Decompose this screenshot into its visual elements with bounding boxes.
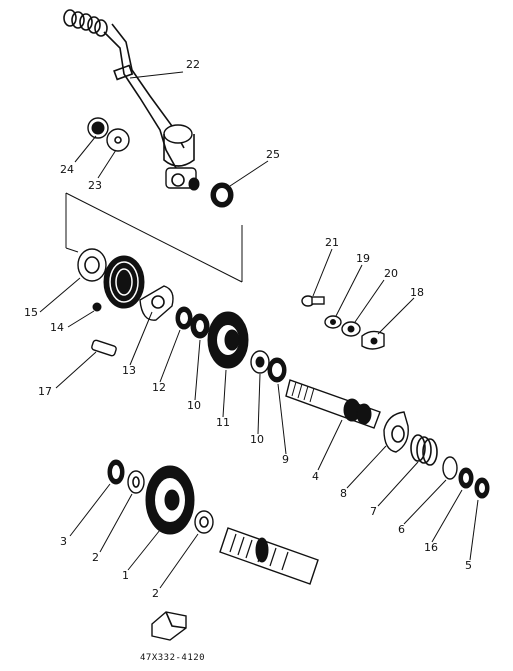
assembly-bracket-lines [65, 192, 243, 283]
ratchet-wheel-part-8 [383, 411, 409, 453]
washer-part-12 [175, 306, 193, 330]
callout-15: 15 [24, 306, 38, 319]
washer-part-10b [250, 350, 270, 374]
circlip-part-9 [267, 357, 287, 383]
callout-19: 19 [356, 252, 370, 265]
callout-6: 6 [398, 523, 405, 536]
callout-11: 11 [216, 416, 230, 429]
callout-10-lower: 10 [250, 433, 264, 446]
callout-16: 16 [424, 541, 438, 554]
callout-7: 7 [370, 505, 377, 518]
callout-2-right: 2 [152, 587, 159, 600]
washer-part-23 [106, 128, 130, 152]
callout-3: 3 [60, 535, 67, 548]
callout-24: 24 [60, 163, 74, 176]
washer-part-10a [190, 313, 210, 339]
return-spring-part-7 [410, 434, 438, 466]
washer-part-2b [194, 510, 214, 534]
callout-10-upper: 10 [187, 399, 201, 412]
catalog-code: 47X332-4120 [140, 653, 205, 663]
pin-part-17 [91, 339, 117, 357]
callout-14: 14 [50, 321, 64, 334]
washer-part-2a [127, 470, 145, 494]
callout-5: 5 [465, 559, 472, 572]
callout-1: 1 [122, 569, 129, 582]
oil-seal-part-25 [210, 182, 234, 208]
washer-part-19 [324, 315, 342, 329]
callout-20: 20 [384, 267, 398, 280]
kick-shaft-part-4 [285, 379, 381, 429]
washer-part-6 [442, 456, 458, 480]
circlip-part-3 [107, 459, 125, 485]
callout-12: 12 [152, 381, 166, 394]
torsion-spring-part-13 [103, 255, 174, 321]
kick-gear-part-11 [207, 311, 249, 369]
bolt-part-21 [301, 295, 325, 307]
idler-shaft [219, 527, 319, 585]
washer-part-15 [77, 248, 107, 282]
callout-13: 13 [122, 364, 136, 377]
washer-part-24 [87, 117, 109, 139]
callout-21: 21 [325, 236, 339, 249]
circlip-part-5 [474, 477, 490, 499]
callouts: 22 24 23 25 21 19 20 18 15 14 13 12 17 1… [24, 58, 472, 600]
leader-lines [39, 71, 479, 589]
callout-23: 23 [88, 179, 102, 192]
callout-2-left: 2 [92, 551, 99, 564]
stopper-plate-part-18 [361, 330, 385, 350]
washer-part-16 [458, 467, 474, 489]
guide-part-20 [341, 321, 361, 337]
callout-22: 22 [186, 58, 200, 71]
key-block-part [151, 611, 187, 641]
spring-clip-part-14 [92, 302, 102, 312]
callout-18: 18 [410, 286, 424, 299]
callout-9: 9 [282, 453, 289, 466]
callout-4: 4 [312, 470, 319, 483]
callout-25: 25 [266, 148, 280, 161]
kick-lever-part-22 [63, 9, 200, 191]
callout-8: 8 [340, 487, 347, 500]
idler-gear-part-1 [145, 465, 195, 535]
callout-17: 17 [38, 385, 52, 398]
